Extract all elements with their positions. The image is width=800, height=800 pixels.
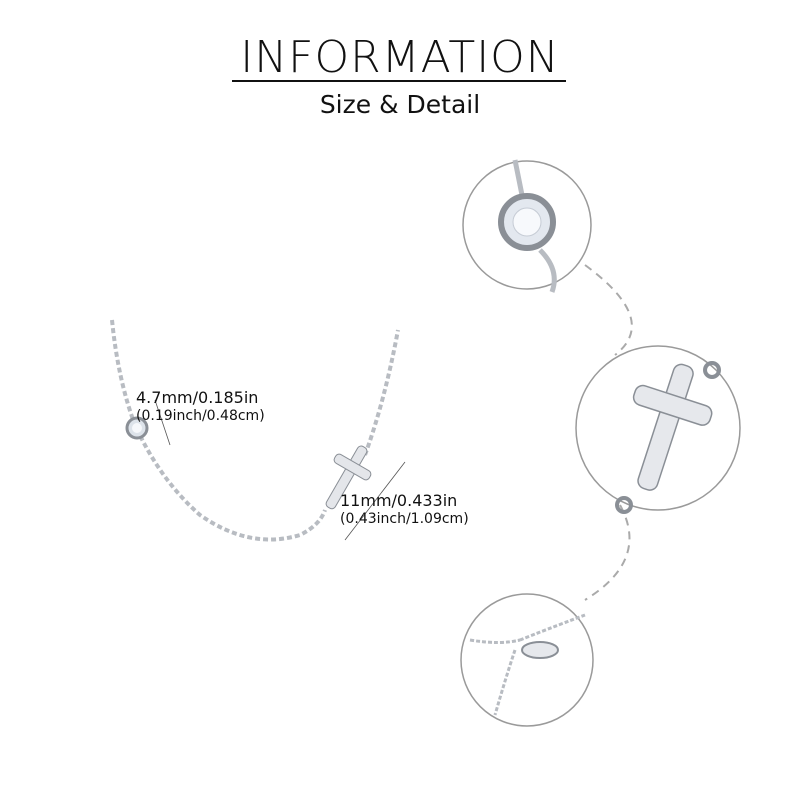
page-subtitle: Size & Detail [319,90,481,119]
detail-circle-cross [575,345,741,514]
cross-dimension-label: 11mm/0.433in (0.43inch/1.09cm) [340,492,469,528]
necklace-chain [110,319,327,542]
stone-size-secondary: (0.19inch/0.48cm) [136,408,265,424]
cross-pendant [325,445,372,510]
detail-circle-clasp [460,593,594,727]
cross-dimension-line [344,461,406,541]
stone-dimension-label: 4.7mm/0.185in (0.19inch/0.48cm) [136,389,265,425]
necklace-chain-right [363,329,400,456]
cross-size-primary: 11mm/0.433in [340,491,458,510]
page-title: INFORMATION [240,32,560,83]
detail-connector [584,264,633,601]
cross-size-secondary: (0.43inch/1.09cm) [340,511,469,527]
stone-size-primary: 4.7mm/0.185in [136,388,259,407]
stone-dimension-line [154,399,171,446]
title-divider [232,80,566,82]
stone-pendant [125,416,149,440]
detail-circle-stone [462,159,592,293]
